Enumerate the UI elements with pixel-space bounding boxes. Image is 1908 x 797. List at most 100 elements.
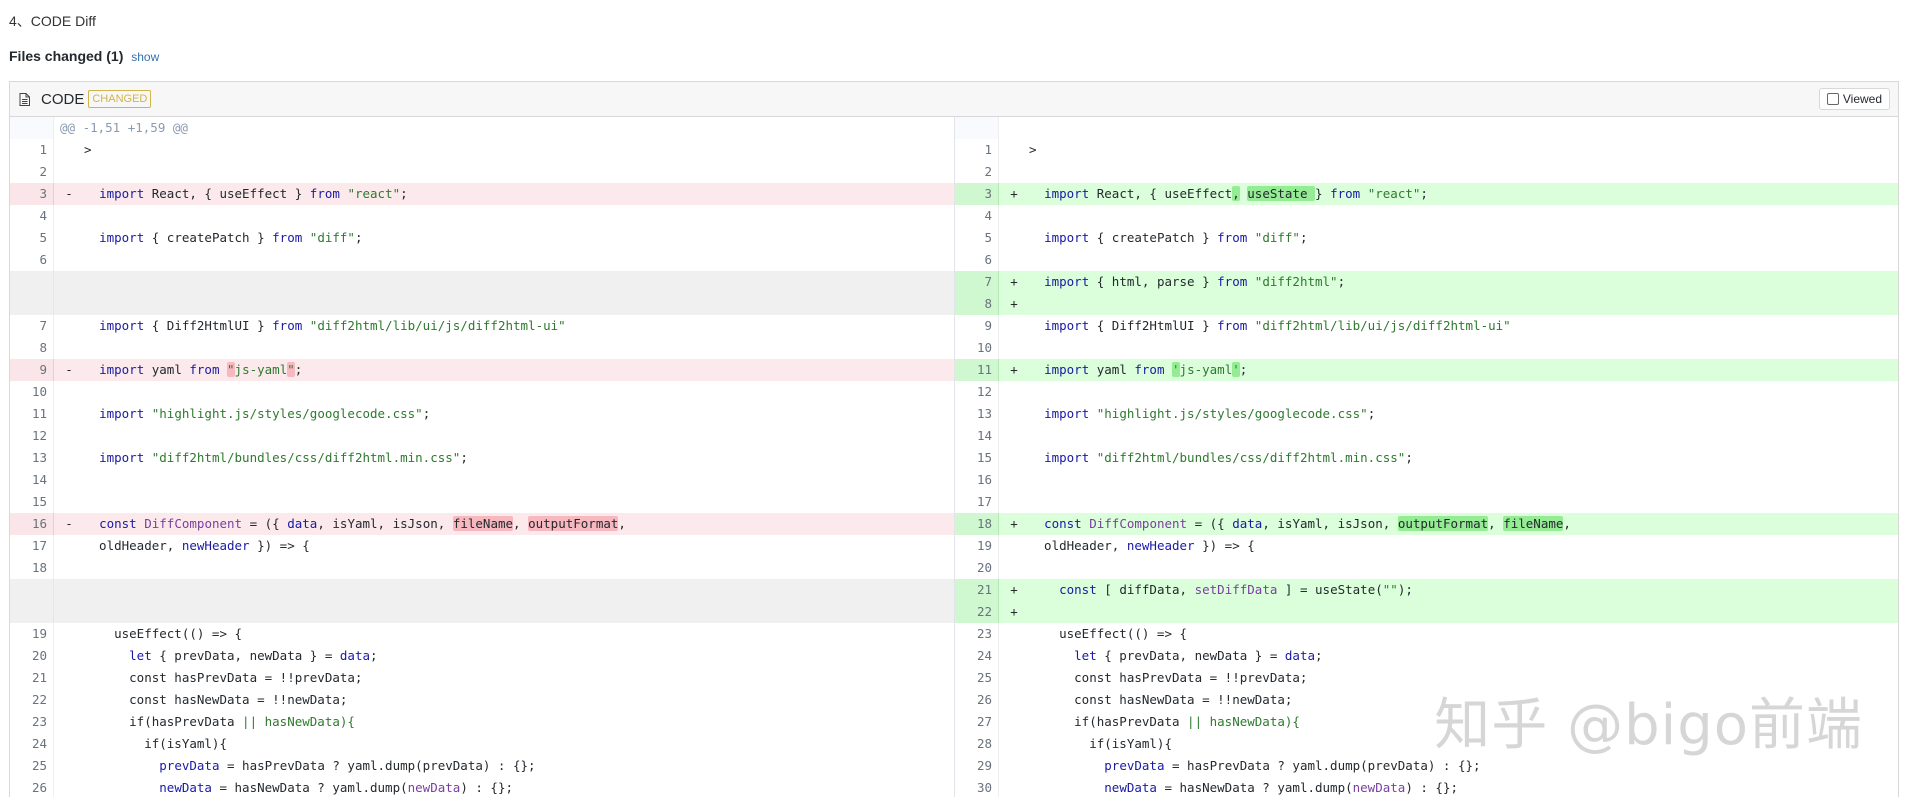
code-token: DiffComponent bbox=[144, 516, 243, 531]
code-token bbox=[1029, 406, 1044, 421]
change-marker bbox=[54, 777, 84, 797]
code-line: const [ diffData, setDiffData ] = useSta… bbox=[1029, 579, 1898, 601]
code-token: ; bbox=[370, 648, 378, 663]
viewed-checkbox[interactable] bbox=[1826, 93, 1839, 105]
code-line bbox=[84, 161, 954, 183]
line-number: 6 bbox=[955, 249, 999, 271]
code-token: ; bbox=[1315, 648, 1323, 663]
diff-row: 23 if(hasPrevData || hasNewData){ bbox=[10, 711, 954, 733]
code-token: oldHeader, bbox=[1029, 538, 1127, 553]
code-line bbox=[1029, 293, 1898, 315]
code-token: const hasPrevData = !!prevData; bbox=[1029, 670, 1308, 685]
line-number: 3 bbox=[10, 183, 54, 205]
line-number: 11 bbox=[955, 359, 999, 381]
files-changed-label: Files changed (1) bbox=[9, 48, 124, 64]
show-files-link[interactable]: show bbox=[131, 50, 160, 64]
code-token bbox=[84, 406, 99, 421]
code-token bbox=[84, 780, 159, 795]
diff-row: 2 bbox=[10, 161, 954, 183]
code-token: import bbox=[99, 362, 145, 377]
line-number: 7 bbox=[10, 315, 54, 337]
diff-row: 15 import "diff2html/bundles/css/diff2ht… bbox=[955, 447, 1898, 469]
change-marker bbox=[999, 249, 1029, 271]
line-number: 22 bbox=[10, 689, 54, 711]
code-token: = ({ bbox=[1187, 516, 1233, 531]
diff-row bbox=[10, 271, 954, 293]
code-token: newData bbox=[159, 780, 212, 795]
line-number: 2 bbox=[955, 161, 999, 183]
line-number: 10 bbox=[10, 381, 54, 403]
diff-row: 8+ bbox=[955, 293, 1898, 315]
change-marker bbox=[54, 535, 84, 557]
line-number: 3 bbox=[955, 183, 999, 205]
change-marker bbox=[54, 689, 84, 711]
change-marker: + bbox=[1010, 604, 1018, 619]
diff-row: 5 import { createPatch } from "diff"; bbox=[955, 227, 1898, 249]
change-marker bbox=[999, 711, 1029, 733]
change-marker bbox=[999, 469, 1029, 491]
code-token: fileName bbox=[1503, 516, 1564, 531]
code-token: import bbox=[1044, 274, 1090, 289]
code-token bbox=[1029, 648, 1074, 663]
code-token: ; bbox=[1337, 274, 1346, 289]
diff-row: 4 bbox=[955, 205, 1898, 227]
code-token: "diff2html/bundles/css/diff2html.min.css… bbox=[1096, 450, 1406, 465]
code-line: import React, { useEffect } from "react"… bbox=[84, 183, 954, 205]
code-token: "" bbox=[1382, 582, 1398, 597]
code-token bbox=[1029, 362, 1044, 377]
line-number: 13 bbox=[10, 447, 54, 469]
code-token bbox=[302, 318, 310, 333]
diff-row: 13 import "highlight.js/styles/googlecod… bbox=[955, 403, 1898, 425]
diff-row: 17 oldHeader, newHeader }) => { bbox=[10, 535, 954, 557]
diff-row: 1> bbox=[10, 139, 954, 161]
line-number: 16 bbox=[10, 513, 54, 535]
line-number: 26 bbox=[10, 777, 54, 797]
code-token: outputFormat bbox=[1397, 516, 1489, 531]
change-marker: + bbox=[1010, 362, 1018, 377]
code-line: const hasNewData = !!newData; bbox=[84, 689, 954, 711]
code-token: import bbox=[1044, 186, 1090, 201]
code-token bbox=[1164, 362, 1172, 377]
code-token bbox=[84, 516, 99, 531]
viewed-toggle[interactable]: Viewed bbox=[1818, 88, 1890, 110]
line-number bbox=[10, 117, 54, 139]
code-token: "diff2html/bundles/css/diff2html.min.css… bbox=[151, 450, 461, 465]
diff-row: 10 bbox=[955, 337, 1898, 359]
line-number: 22 bbox=[955, 601, 999, 623]
code-token: if(hasPrevData bbox=[84, 714, 243, 729]
code-token: oldHeader, bbox=[84, 538, 182, 553]
line-number: 20 bbox=[955, 557, 999, 579]
line-number: 23 bbox=[955, 623, 999, 645]
diff-row: 11 import "highlight.js/styles/googlecod… bbox=[10, 403, 954, 425]
code-token bbox=[1029, 450, 1044, 465]
change-marker bbox=[999, 689, 1029, 711]
code-token: newHeader bbox=[181, 538, 250, 553]
code-token: data bbox=[1284, 648, 1315, 663]
diff-row: 9 import { Diff2HtmlUI } from "diff2html… bbox=[955, 315, 1898, 337]
code-line: if(isYaml){ bbox=[84, 733, 954, 755]
code-token: { html, parse } bbox=[1089, 274, 1218, 289]
change-marker bbox=[54, 601, 84, 623]
code-token: React, { useEffect bbox=[1089, 186, 1233, 201]
code-token: import bbox=[99, 318, 145, 333]
diff-row: 29 prevData = hasPrevData ? yaml.dump(pr… bbox=[955, 755, 1898, 777]
diff-row: 19 useEffect(() => { bbox=[10, 623, 954, 645]
code-token bbox=[1029, 230, 1044, 245]
code-line bbox=[1029, 161, 1898, 183]
change-marker bbox=[999, 667, 1029, 689]
diff-row: 16 bbox=[955, 469, 1898, 491]
code-line bbox=[1029, 425, 1898, 447]
diff-row: 19 oldHeader, newHeader }) => { bbox=[955, 535, 1898, 557]
viewed-label: Viewed bbox=[1842, 92, 1882, 106]
change-marker: + bbox=[1010, 186, 1018, 201]
line-number: 26 bbox=[955, 689, 999, 711]
code-token: , bbox=[618, 516, 626, 531]
code-token bbox=[1029, 516, 1044, 531]
code-token: , isYaml, isJson, bbox=[1262, 516, 1398, 531]
code-token: yaml bbox=[144, 362, 190, 377]
code-token: > bbox=[1029, 142, 1037, 157]
code-token bbox=[1360, 186, 1368, 201]
code-token: "react" bbox=[1367, 186, 1421, 201]
code-token: ) : {}; bbox=[1405, 780, 1458, 795]
code-line bbox=[84, 205, 954, 227]
